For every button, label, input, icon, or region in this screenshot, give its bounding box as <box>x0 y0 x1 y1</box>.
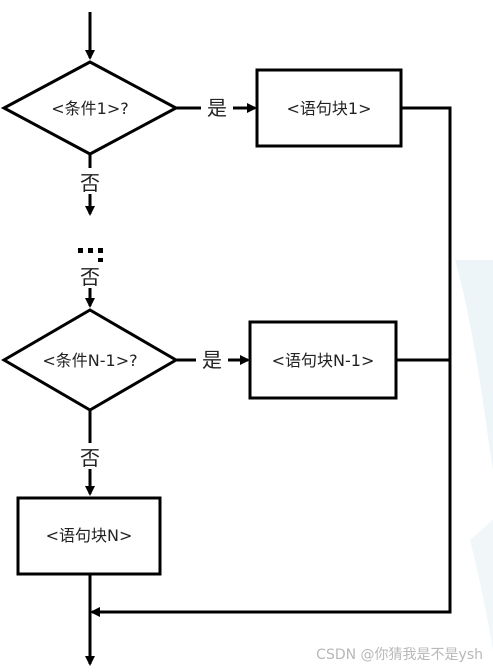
no-label-2-bg <box>76 262 104 288</box>
block-n1-label: <语句块N-1> <box>272 351 375 370</box>
background-decoration <box>455 260 493 470</box>
decision-1-label: <条件1>? <box>51 99 129 118</box>
yes-label-1: 是 <box>207 96 227 120</box>
no-label-n1: 否 <box>80 446 100 470</box>
no-label-2: 否 <box>80 265 100 289</box>
yes-label-1-bg <box>201 94 233 120</box>
yes-label-n1-bg <box>196 346 228 372</box>
yes-label-n1: 是 <box>202 348 222 372</box>
block-n1 <box>248 320 398 400</box>
no-label-1-bg <box>76 168 104 194</box>
block-1-label: <语句块1> <box>287 99 372 118</box>
background-decoration <box>470 520 493 650</box>
block-n-label: <语句块N> <box>46 526 133 545</box>
no-label-1: 否 <box>80 171 100 195</box>
no-label-n1-bg <box>76 443 104 469</box>
decision-n1-label: <条件N-1>? <box>42 351 137 370</box>
watermark: CSDN @你猜我是不是ysh <box>316 647 483 663</box>
